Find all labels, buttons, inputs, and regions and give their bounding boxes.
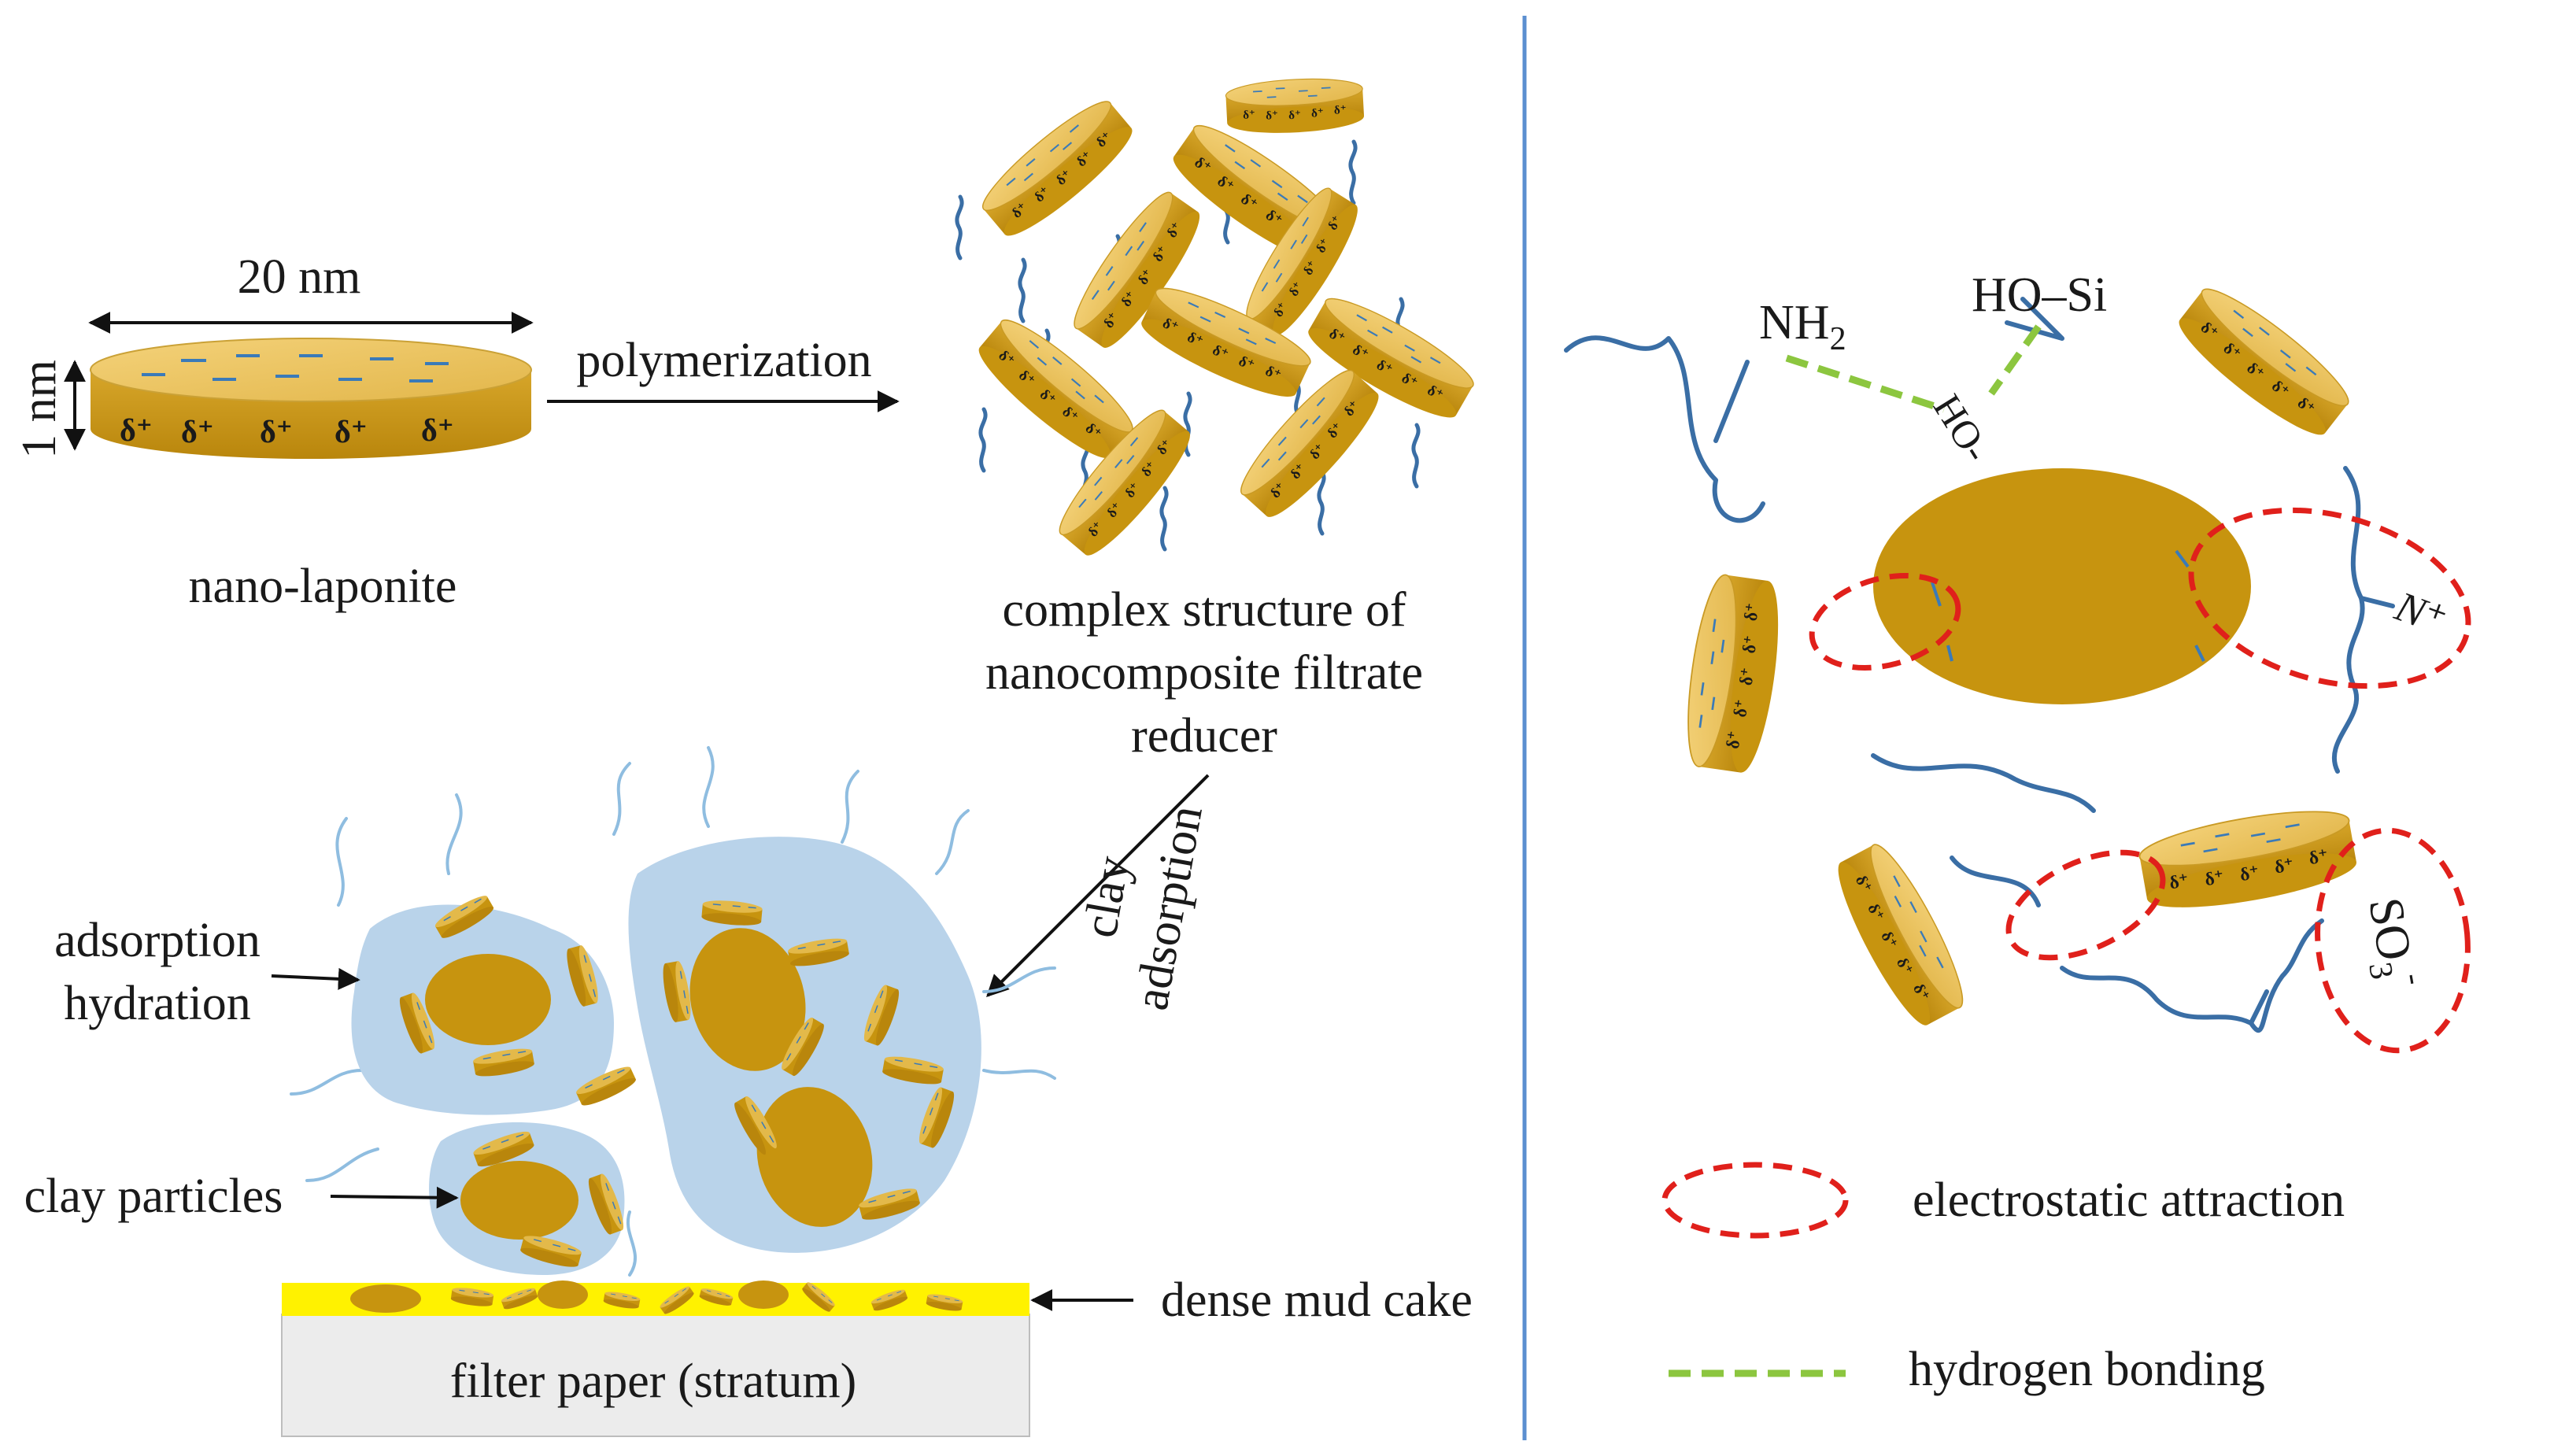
nanocomposite-cluster	[957, 75, 1482, 566]
legend: electrostatic attraction hydrogen bondin…	[1661, 1162, 2345, 1396]
charge-label: δ⁺	[260, 414, 293, 449]
so3-label: SO3-	[2350, 892, 2433, 992]
charge-label: δ⁺	[120, 412, 153, 448]
svg-text:clay: clay	[1073, 852, 1140, 942]
complex-structure-label-line2: nanocomposite filtrate	[985, 646, 1423, 700]
adsorption-hydration-arrow	[271, 967, 360, 990]
svg-text:adsorption: adsorption	[1124, 802, 1212, 1014]
legend-electrostatic-swatch	[1661, 1162, 1849, 1239]
laponite-name: nano-laponite	[189, 560, 457, 613]
polymerization-label: polymerization	[576, 334, 871, 387]
filter-paper	[281, 1314, 1030, 1437]
laponite-disc: δ⁺ δ⁺ δ⁺ δ⁺ δ⁺	[90, 338, 532, 459]
clay-particles-arrow	[330, 1186, 459, 1209]
laponite-platelet	[1824, 836, 1976, 1034]
ho-si-label: HO–Si	[1972, 268, 2107, 322]
clay-adsorption-arrow	[986, 774, 1210, 997]
laponite-disc-group: 20 nm δ⁺ δ⁺ δ⁺ δ⁺ δ⁺ 1 nm nano-laponite	[13, 250, 534, 613]
laponite-platelet	[2134, 799, 2361, 920]
ho-minus-label: HO-	[1925, 386, 2000, 469]
legend-electrostatic-label: electrostatic attraction	[1913, 1173, 2345, 1227]
charge-label: δ⁺	[334, 414, 368, 449]
mechanism-panel: NH2 HO–Si HO- N⁺ SO3-	[1564, 268, 2471, 1054]
adsorption-hydration-label-line1: adsorption	[54, 914, 261, 967]
central-clay-particle	[1873, 468, 2251, 704]
clay-particle	[425, 954, 551, 1045]
clay-particles-label: clay particles	[24, 1170, 283, 1223]
clay-adsorption-label: clay adsorption	[1073, 802, 1212, 1014]
adsorption-hydration-label-line2: hydration	[64, 977, 251, 1030]
laponite-platelet	[1677, 571, 1789, 777]
clay-aggregates	[290, 746, 1056, 1277]
clay-particle	[460, 1161, 578, 1240]
charge-label: δ⁺	[181, 414, 214, 449]
complex-structure-label-line1: complex structure of	[1002, 583, 1406, 637]
complex-structure-label-line3: reducer	[1131, 709, 1277, 763]
height-label: 1 nm	[13, 360, 66, 459]
width-label: 20 nm	[238, 250, 361, 304]
clay-particle	[756, 1087, 873, 1227]
charge-label: δ⁺	[421, 412, 454, 448]
dense-mud-cake-label: dense mud cake	[1161, 1273, 1473, 1327]
clay-particle	[689, 928, 806, 1071]
filter-paper-label: filter paper (stratum)	[450, 1354, 856, 1408]
legend-hydrogen-label: hydrogen bonding	[1909, 1343, 2265, 1396]
mud-cake-particles	[350, 1280, 964, 1317]
nh2-label: NH2	[1759, 296, 1846, 357]
n-plus-label: N⁺	[2389, 582, 2453, 645]
laponite-platelet	[2168, 276, 2360, 448]
